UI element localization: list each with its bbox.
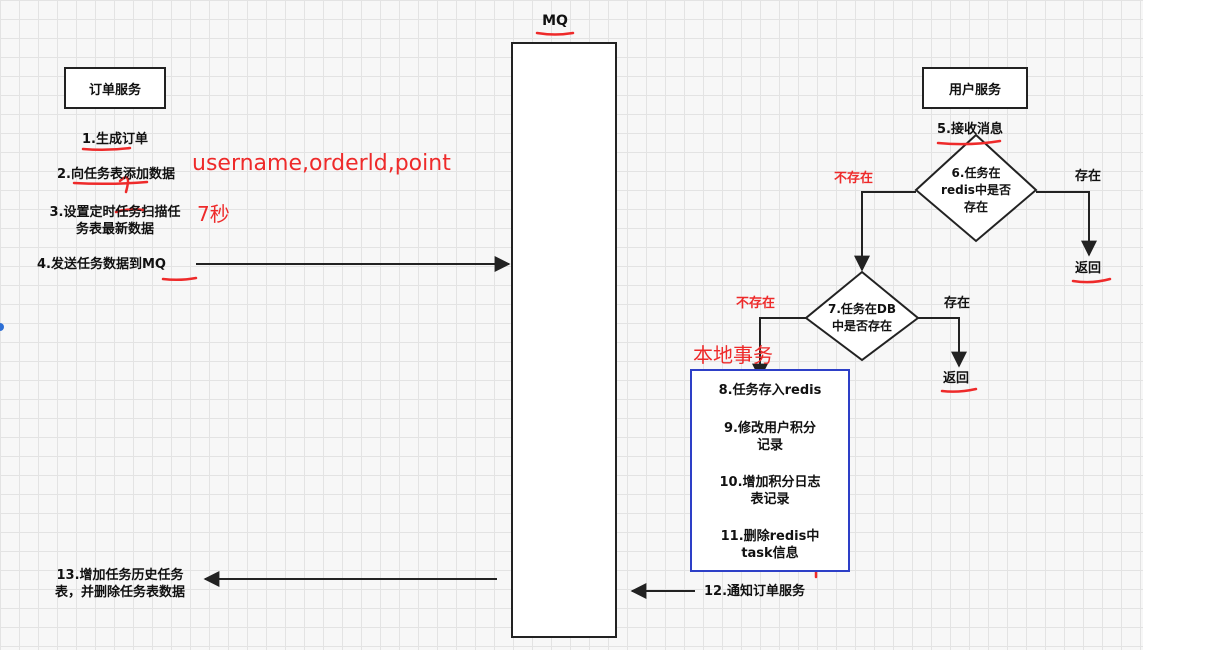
order-service-box: 订单服务 bbox=[64, 67, 166, 109]
order-service-label: 订单服务 bbox=[88, 82, 141, 98]
annotation-seconds: 7秒 bbox=[197, 202, 230, 226]
db-not-exists-label: 不存在 bbox=[736, 296, 776, 311]
decision7-line2: 中是否存在 bbox=[831, 319, 892, 333]
step9-label-line2: 记录 bbox=[756, 438, 783, 453]
step10-label-line2: 表记录 bbox=[750, 492, 790, 507]
annotation-fields: username,orderld,point bbox=[192, 151, 451, 176]
decision6-line1: 6.任务在 bbox=[951, 166, 1001, 180]
mq-label: MQ bbox=[542, 13, 568, 29]
user-service-label: 用户服务 bbox=[948, 82, 1001, 98]
edge-dot bbox=[0, 323, 4, 331]
step12-label: 12.通知订单服务 bbox=[704, 584, 806, 599]
redis-exists-label: 存在 bbox=[1075, 169, 1102, 184]
step4-label: 4.发送任务数据到MQ bbox=[37, 257, 166, 272]
step5-label: 5.接收消息 bbox=[937, 122, 1003, 137]
step1-label: 1.生成订单 bbox=[82, 132, 148, 147]
return-label-2: 返回 bbox=[943, 371, 970, 386]
db-exists-label: 存在 bbox=[944, 296, 971, 311]
step13-label-line2: 表，并删除任务表数据 bbox=[54, 585, 185, 600]
step3-label-line2: 务表最新数据 bbox=[75, 222, 154, 237]
step13-label-line1: 13.增加任务历史任务 bbox=[56, 568, 184, 583]
arrow-db-exists bbox=[918, 317, 967, 368]
return-label-1: 返回 bbox=[1075, 261, 1102, 276]
arrow-redis-not-exists bbox=[854, 191, 916, 272]
step8-label: 8.任务存入redis bbox=[718, 383, 822, 398]
step11-label-line1: 11.删除redis中 bbox=[720, 529, 820, 544]
right-margin bbox=[1143, 0, 1210, 650]
transaction-box bbox=[690, 369, 850, 572]
step3-label-line1: 3.设置定时任务扫描任 bbox=[49, 205, 181, 220]
user-service-box: 用户服务 bbox=[922, 67, 1028, 109]
decision6-line3: 存在 bbox=[963, 200, 988, 214]
decision6-line2: redis中是否 bbox=[941, 183, 1011, 197]
step9-label-line1: 9.修改用户积分 bbox=[724, 421, 816, 436]
step2-label: 2.向任务表添加数据 bbox=[57, 167, 175, 182]
decision7-line1: 7.任务在DB bbox=[827, 302, 897, 316]
arrow-redis-exists bbox=[1036, 191, 1097, 257]
mq-queue-bar bbox=[511, 42, 617, 638]
step11-label-line2: task信息 bbox=[741, 546, 799, 561]
decision-redis-diamond bbox=[914, 133, 1038, 243]
step10-label-line1: 10.增加积分日志 bbox=[719, 475, 821, 490]
transaction-title: 本地事务 bbox=[693, 343, 773, 367]
redis-not-exists-label: 不存在 bbox=[834, 171, 874, 186]
arrow-db-not-exists bbox=[752, 317, 806, 380]
decision-db-diamond bbox=[804, 270, 920, 362]
